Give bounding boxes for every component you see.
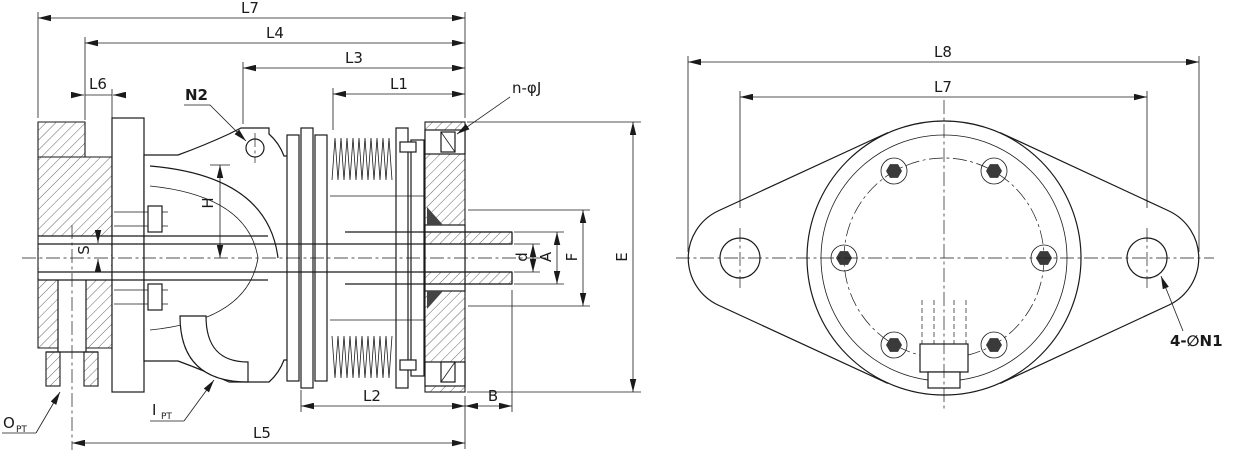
dim-label-h: H [199,197,217,208]
seal-sleeve-lines [330,195,424,321]
dim-label-l1: L1 [390,75,408,93]
dim-label-l6: L6 [89,75,107,93]
outlet-port-sub-label: PT [16,425,27,435]
bore-lines [38,231,513,352]
bolt-holes-label: n-φJ [512,79,541,97]
hex-socket-icon [986,164,1002,178]
seal-plates [286,127,425,389]
dim-label-f: F [563,253,581,262]
outlet-flange-section [424,121,466,393]
dim-label-l7-right: L7 [934,78,952,96]
inlet-elbow [179,315,249,383]
hex-bolt [880,331,908,359]
dim-L5: L5 [72,424,465,447]
dim-L7-right: L7 [739,78,1148,208]
leader-4-n1: 4-∅N1 [1160,275,1223,350]
inlet-port-sub-label: PT [161,412,172,422]
hex-bolt [880,157,908,185]
pipe-nut-left-wall [45,351,61,387]
n2-label: N2 [185,86,208,104]
hex-bolt [980,157,1008,185]
spring-top [331,137,393,181]
dim-L2: L2 [300,387,466,449]
pipe-nut-right-wall [83,351,99,387]
dim-label-l5: L5 [253,424,271,442]
hex-bolt [980,331,1008,359]
dim-label-s: S [75,245,93,255]
dim-H: H [199,164,230,258]
dim-A: A [514,231,564,285]
dim-L8: L8 [687,43,1200,252]
dim-label-l8: L8 [934,43,952,61]
leader-n-phi-j: n-φJ [456,79,541,135]
leader-inlet-port: I PT [150,379,215,422]
dim-L1: L1 [332,75,465,130]
dim-S: S [75,230,102,272]
dim-label-b: B [488,387,498,405]
dim-F: F [468,209,590,307]
outlet-port-label: O [3,414,15,432]
dim-d: d [513,243,540,273]
dim-L7-left: L7 [37,0,466,118]
hex-socket-icon [986,338,1002,352]
inlet-port-label: I [152,401,156,419]
dim-label-l2: L2 [363,387,381,405]
dim-label-a: A [537,251,555,262]
right-view-front: L8 L7 4-∅N1 [676,43,1223,412]
inlet-flange-plate [111,117,145,393]
body-casting [143,127,289,383]
dim-E: E [467,121,641,393]
dim-label-d: d [513,252,531,262]
hex-socket-icon [886,164,902,178]
leader-n2: N2 [184,86,247,142]
hex-socket-icon [886,338,902,352]
dim-label-e: E [613,252,631,261]
spring-bottom [331,335,393,379]
dim-B: B [465,290,513,412]
left-view-section: L7 L4 L3 L1 L6 N2 n-φJ [2,0,641,450]
packing-seal-bottom [427,291,443,309]
dim-label-l4: L4 [266,24,284,42]
dim-L4: L4 [84,24,465,120]
flange-studs [114,205,168,311]
dim-L3: L3 [242,49,465,124]
leader-outlet-port: O PT [2,391,61,435]
dim-label-l7-left: L7 [241,0,259,17]
dim-L6: L6 [71,75,126,152]
lug-holes-label: 4-∅N1 [1170,332,1223,350]
packing-seal-top [427,207,443,225]
dim-label-l3: L3 [345,49,363,67]
